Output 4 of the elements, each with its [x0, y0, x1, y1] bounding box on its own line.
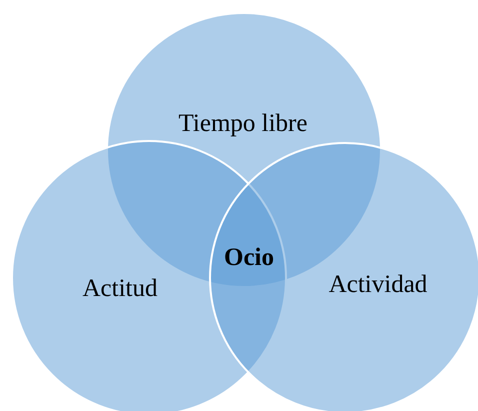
circle-label: Actividad: [328, 271, 428, 299]
circle-label: Tiempo libre: [178, 110, 308, 138]
circle-label: Actitud: [82, 275, 158, 303]
center-label: Ocio: [224, 244, 274, 272]
